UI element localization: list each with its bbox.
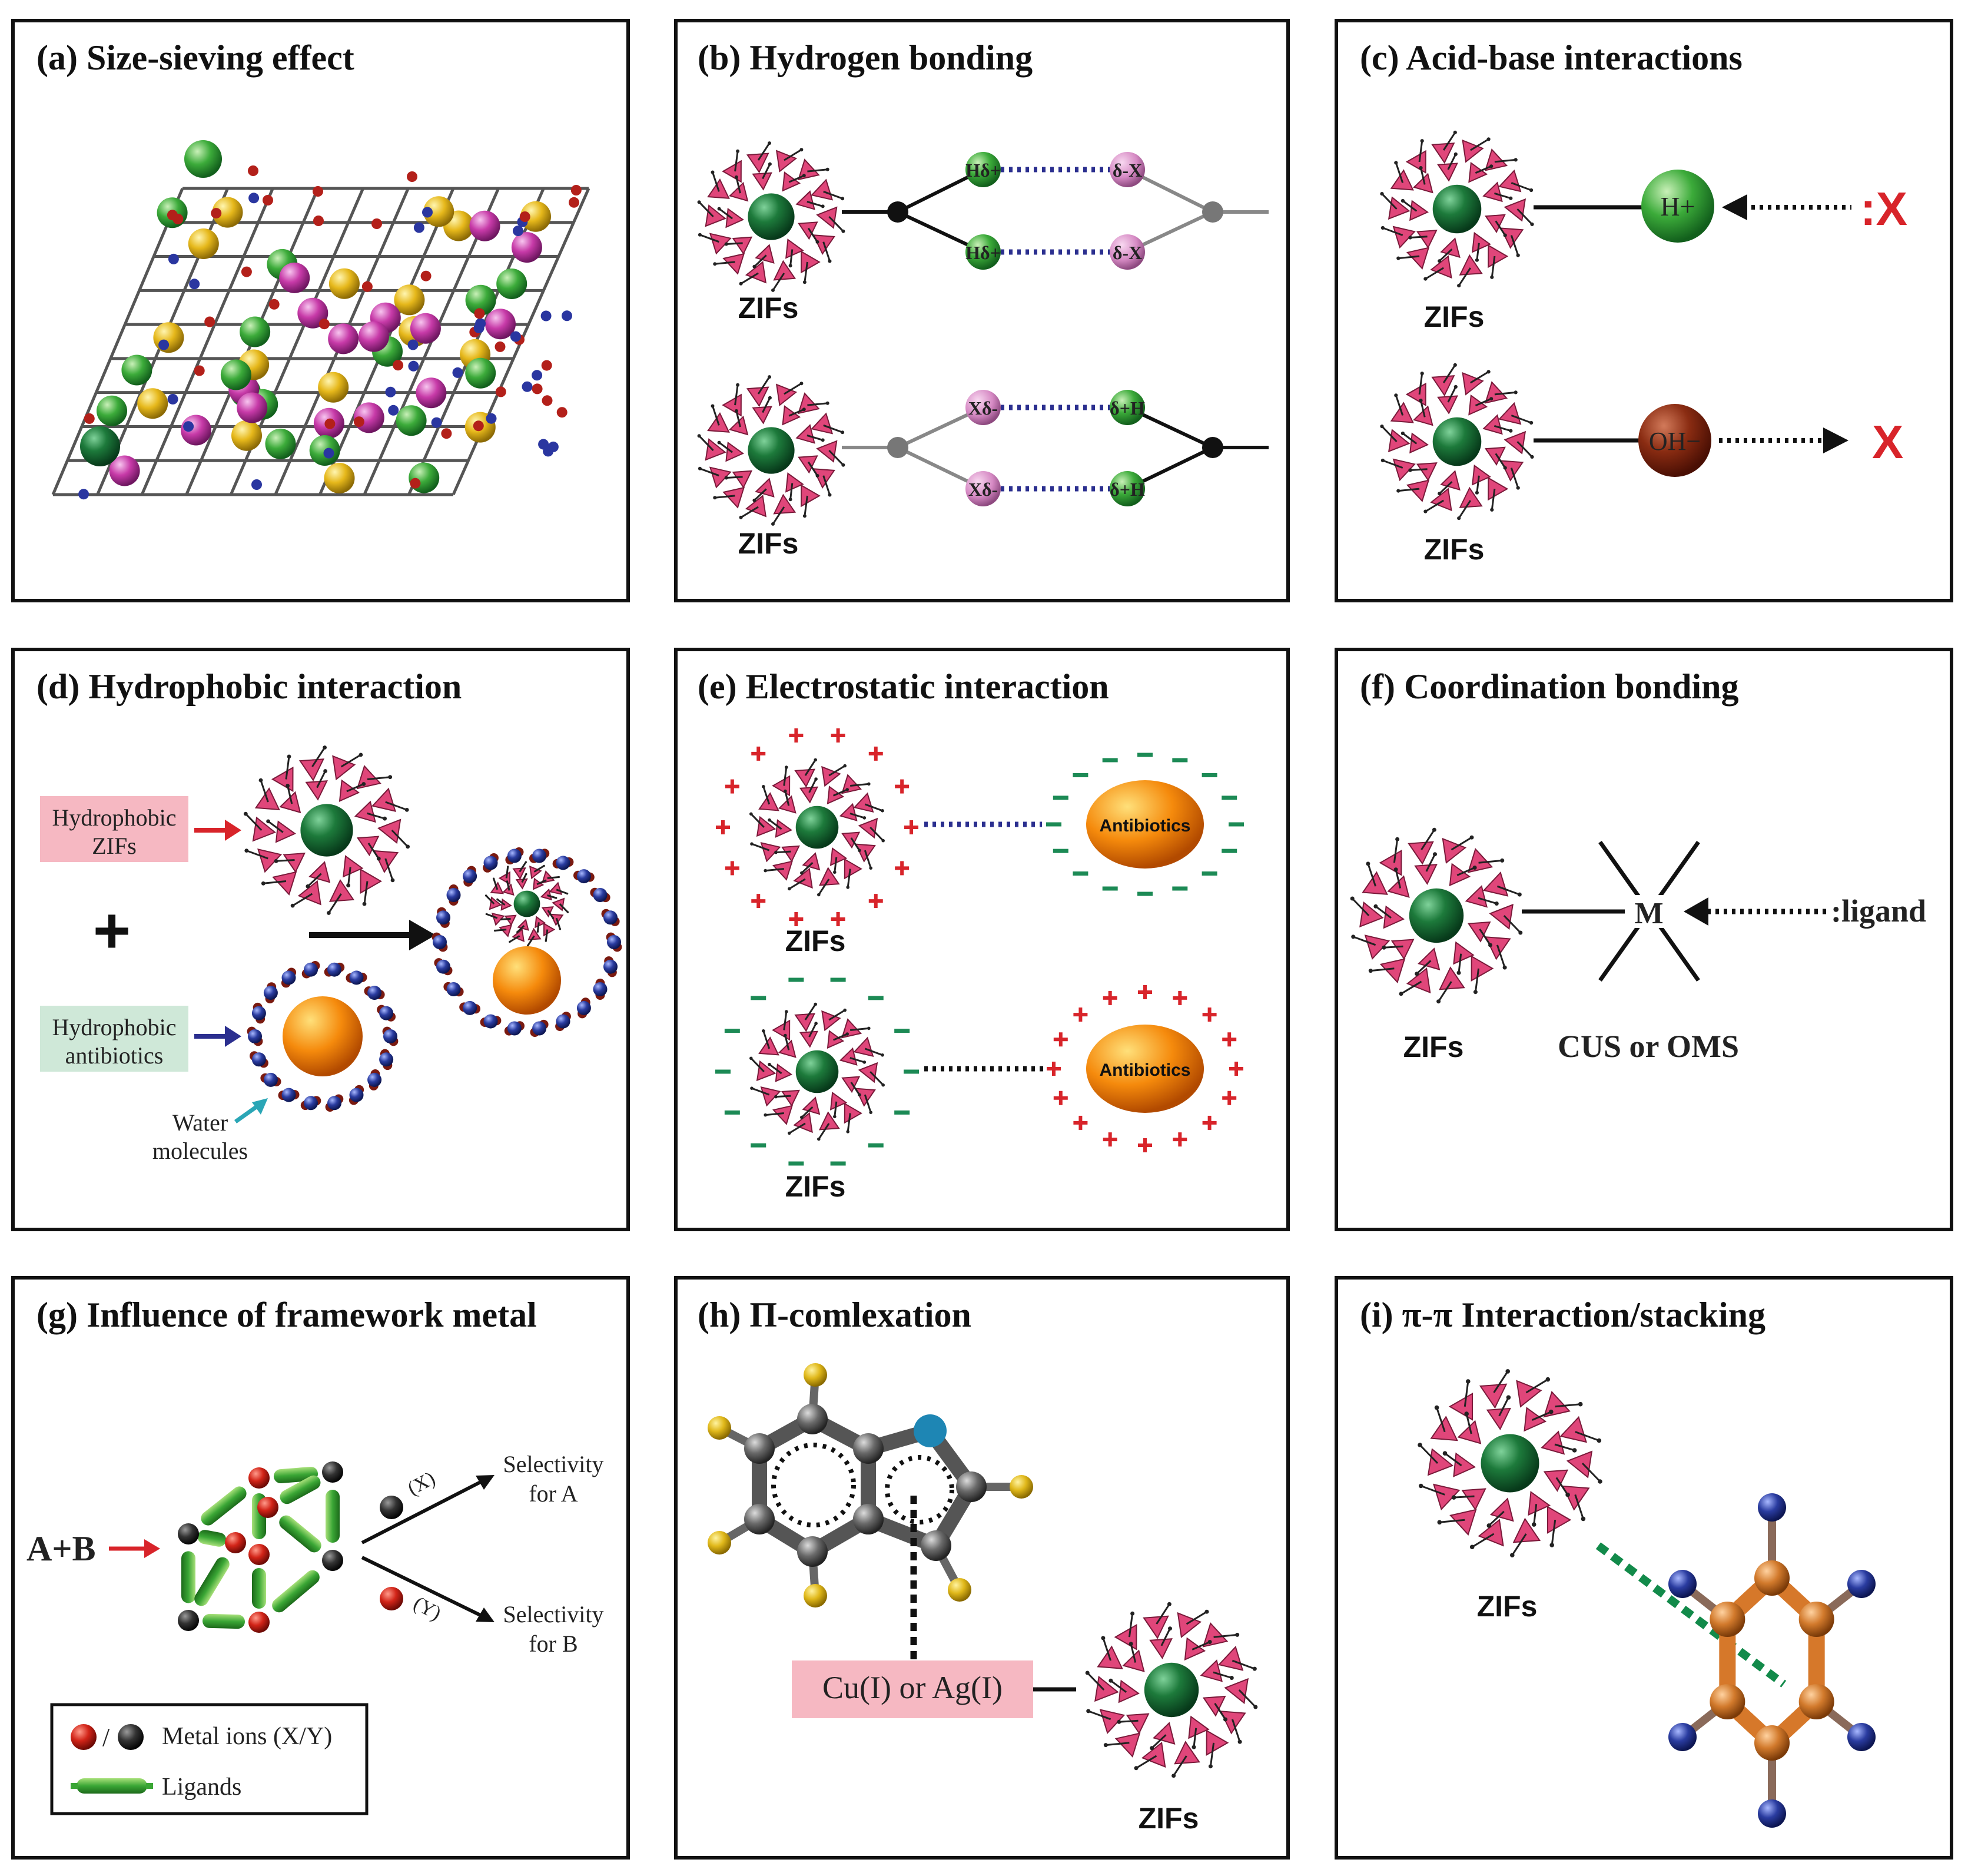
zif-label-c-top: ZIFs [1424, 300, 1485, 333]
zif-cluster-d-small [484, 861, 569, 947]
indole-molecule [708, 1363, 1033, 1607]
sel-b-2: for B [529, 1630, 578, 1657]
box1-line1: Hydrophobic [52, 804, 176, 831]
panel-i-graphic: ZIFs [1418, 1369, 1876, 1828]
minus-charges-antibiotic [1046, 753, 1244, 896]
zif-cluster-d [243, 745, 410, 915]
plus-charges-zif [716, 728, 918, 926]
water-ring-d-complex [432, 847, 622, 1037]
x-tag: (X) [404, 1467, 439, 1500]
x-plain-label: X [1872, 416, 1903, 468]
panel-g-title: (g) Influence of framework metal [36, 1295, 537, 1334]
x-delta-label: Xδ- [968, 479, 998, 500]
x-colon-label: :X [1860, 183, 1907, 235]
panel-a-title: (a) Size-sieving effect [36, 38, 354, 77]
water-ring-d [247, 961, 399, 1112]
zif-label-b-bottom: ZIFs [738, 527, 799, 560]
legend-metal-ions: Metal ions (X/Y) [162, 1723, 332, 1750]
metal-box [792, 1660, 1033, 1718]
plus-sign: + [93, 894, 131, 967]
panel-i-title: (i) π-π Interaction/stacking [1360, 1295, 1765, 1334]
x-delta-label: δ-X [1113, 160, 1142, 181]
zif-cluster-h [1085, 1602, 1258, 1778]
zif-cluster-f [1350, 827, 1523, 1004]
zif-cluster-c-bottom [1380, 363, 1534, 521]
legend-ligands: Ligands [162, 1774, 241, 1801]
box1-line2: ZIFs [92, 833, 137, 859]
plus-charges-antibiotic [1047, 985, 1243, 1152]
h-delta-label: δ+H [1110, 397, 1145, 419]
h-delta-label: δ+H [1110, 479, 1145, 500]
legend-box [50, 1703, 369, 1815]
panel-h-title: (h) Π-comlexation [698, 1295, 971, 1334]
zif-label-b-top: ZIFs [738, 291, 799, 324]
panel-c-graphic: ZIFs H+ :X ZIFs OH− X [1380, 130, 1907, 566]
panel-d-graphic: Hydrophobic ZIFs + Hydrophobic antibioti… [40, 745, 622, 1164]
box2-line2: antibiotics [65, 1042, 164, 1069]
h-plus-label: H+ [1660, 191, 1695, 221]
hydrophobic-antibiotics-box [40, 1006, 188, 1072]
zif-label-c-bottom: ZIFs [1424, 533, 1485, 566]
a-plus-b-label: A+B [26, 1529, 96, 1568]
panel-f-title: (f) Coordination bonding [1360, 667, 1738, 706]
panel-b-title: (b) Hydrogen bonding [698, 38, 1033, 77]
zif-label-f: ZIFs [1403, 1030, 1464, 1063]
water-label-1: Water [172, 1109, 228, 1136]
legend-slash: / [102, 1723, 110, 1752]
box2-line1: Hydrophobic [52, 1014, 176, 1040]
metal-m-label: M [1634, 897, 1663, 930]
zif-label-i: ZIFs [1477, 1590, 1538, 1623]
zif-label-e-bottom: ZIFs [785, 1170, 846, 1203]
zif-cluster-i [1418, 1369, 1602, 1557]
h-delta-label: Hδ+ [965, 242, 1001, 263]
oh-minus-label: OH− [1649, 427, 1701, 456]
y-tag: (Y) [410, 1592, 444, 1625]
cus-oms-label: CUS or OMS [1558, 1029, 1739, 1064]
panel-f-graphic: ZIFs M :ligand CUS or OMS [1350, 827, 1926, 1064]
minus-charges-zif [715, 977, 919, 1166]
panel-e-graphic: ZIFs Antibiotics ZIFs Antibiotics [715, 728, 1244, 1203]
benzene-molecule [1668, 1493, 1876, 1828]
zif-label-e-top: ZIFs [785, 924, 846, 957]
panel-c-title: (c) Acid-base interactions [1360, 38, 1743, 77]
mof-cube [178, 1461, 343, 1633]
x-delta-label: δ-X [1113, 242, 1142, 263]
panel-e-title: (e) Electrostatic interaction [698, 667, 1109, 706]
zif-cluster-e-bottom [749, 1002, 885, 1141]
h-delta-label: Hδ+ [965, 160, 1001, 181]
antibiotic-label-top: Antibiotics [1100, 816, 1191, 836]
hydrophobic-zifs-box [40, 796, 188, 862]
sel-a-1: Selectivity [503, 1451, 603, 1477]
panel-h-graphic: Cu(I) or Ag(I) ZIFs [708, 1363, 1258, 1835]
sel-b-1: Selectivity [503, 1601, 603, 1628]
panel-b-graphic: ZIFs Hδ+ Hδ+ δ-X δ-X ZIFs Xδ [697, 141, 1269, 560]
panel-d-title: (d) Hydrophobic interaction [36, 667, 462, 706]
zif-label-h: ZIFs [1139, 1802, 1199, 1835]
panel-a-graphic [51, 140, 590, 500]
panel-g-graphic: A+B (X) (Y) Selectivity for A Selectivit… [26, 1451, 604, 1815]
sel-a-2: for A [529, 1480, 578, 1507]
zif-cluster-b-bottom [697, 375, 845, 526]
panel-frames [11, 19, 1953, 1860]
sieve-balls [78, 140, 582, 500]
x-delta-label: Xδ- [968, 397, 998, 419]
zif-cluster-b-top [697, 141, 845, 292]
zif-cluster-c-top [1380, 130, 1534, 288]
zif-cluster-e-top [749, 758, 885, 897]
antibiotic-label-bottom: Antibiotics [1100, 1060, 1191, 1080]
metal-box-label: Cu(I) or Ag(I) [822, 1670, 1003, 1705]
ligand-label: :ligand [1831, 893, 1926, 929]
water-label-2: molecules [152, 1138, 248, 1164]
